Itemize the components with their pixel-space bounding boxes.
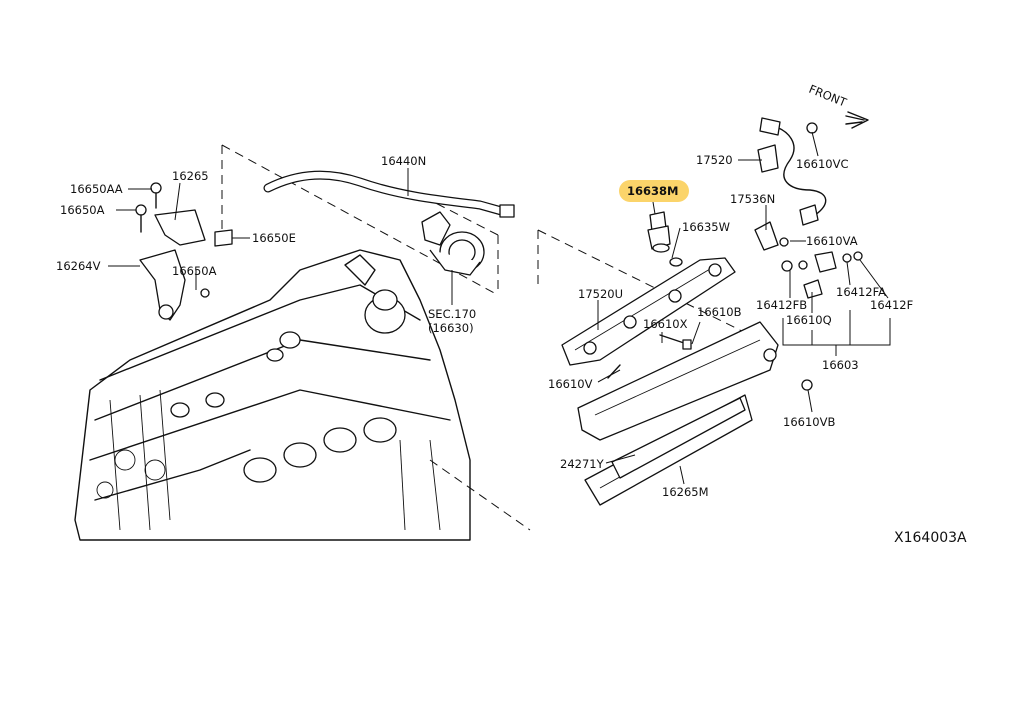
part-label-24271Y[interactable]: 24271Y (560, 457, 605, 471)
part-label-16610VB[interactable]: 16610VB (783, 415, 835, 429)
fuel-rail-illustration (561, 257, 779, 506)
part-label-16440N[interactable]: 16440N (381, 154, 426, 168)
part-label-16610X[interactable]: 16610X (643, 317, 688, 331)
part-label-16412FB[interactable]: 16412FB (756, 298, 807, 312)
section-label-sec170[interactable]: SEC.170 (428, 307, 476, 321)
part-label-16650A[interactable]: 16650A (60, 203, 105, 217)
part-label-16265[interactable]: 16265 (172, 169, 209, 183)
part-label-16412F[interactable]: 16412F (870, 298, 913, 312)
section-label-16630: (16630) (428, 321, 474, 335)
part-label-16635W[interactable]: 16635W (682, 220, 730, 234)
part-label-16610VA[interactable]: 16610VA (806, 234, 858, 248)
harness-illustration (754, 117, 863, 391)
callout-dashed-lines (221, 144, 761, 531)
part-label-16610Q[interactable]: 16610Q (786, 313, 832, 327)
part-label-16610B[interactable]: 16610B (697, 305, 742, 319)
part-label-17520[interactable]: 17520 (696, 153, 733, 167)
engine-head-illustration (74, 249, 471, 541)
bracket-illustration (135, 182, 233, 321)
part-label-16638M[interactable]: 16638M (627, 184, 678, 198)
pressure-sensor-illustration (647, 211, 683, 267)
leader-lines (108, 131, 891, 485)
part-label-16610VC[interactable]: 16610VC (796, 157, 848, 171)
part-label-16412FA[interactable]: 16412FA (836, 285, 886, 299)
front-arrow-icon (845, 111, 869, 129)
front-label: FRONT (807, 82, 850, 110)
highlight-badge (619, 180, 689, 202)
part-label-16650E[interactable]: 16650E (252, 231, 296, 245)
part-label-16603[interactable]: 16603 (822, 358, 859, 372)
part-label-17536N[interactable]: 17536N (730, 192, 775, 206)
hose-16440N (263, 170, 515, 218)
part-label-17520U[interactable]: 17520U (578, 287, 623, 301)
part-label-16265M[interactable]: 16265M (662, 485, 709, 499)
part-labels: 16650AA 16650A 16264V 16265 16650E 16650… (56, 82, 967, 546)
part-label-16610V[interactable]: 16610V (548, 377, 593, 391)
part-label-16650A-2[interactable]: 16650A (172, 264, 217, 278)
part-label-16650AA[interactable]: 16650AA (70, 182, 123, 196)
part-label-16264V[interactable]: 16264V (56, 259, 101, 273)
fuel-pump-illustration (421, 211, 485, 276)
diagram-reference-code: X164003A (894, 530, 967, 546)
